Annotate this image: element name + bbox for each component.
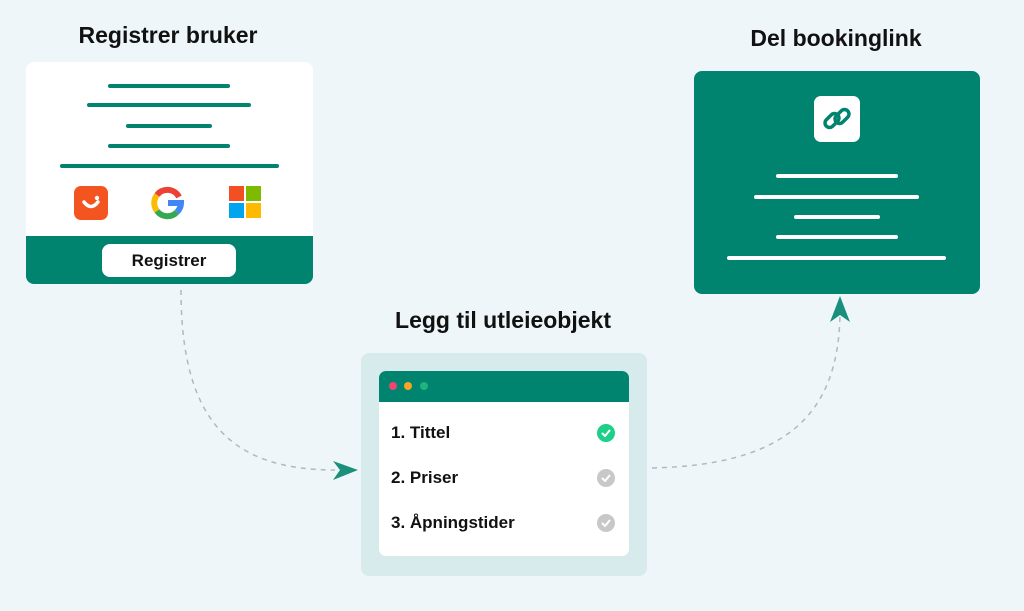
app-logo-icon[interactable]: [74, 186, 108, 220]
add-object-card: 1. Tittel 2. Priser 3. Åpningstider: [361, 353, 647, 576]
google-icon[interactable]: [151, 186, 185, 220]
item-label: 1. Tittel: [391, 423, 451, 442]
text-placeholder: [727, 256, 946, 260]
text-placeholder: [126, 124, 212, 128]
link-icon[interactable]: [814, 96, 860, 142]
share-title: Del bookinglink: [750, 25, 922, 51]
register-footer: Registrer: [26, 236, 313, 284]
add-object-title: Legg til utleieobjekt: [395, 307, 611, 333]
maximize-dot-icon: [420, 382, 428, 390]
check-pending-icon: [597, 514, 615, 532]
minimize-dot-icon: [404, 382, 412, 390]
arrow-head-1: [333, 461, 358, 480]
text-placeholder: [776, 174, 898, 178]
text-placeholder: [60, 164, 279, 168]
close-dot-icon: [389, 382, 397, 390]
text-placeholder: [776, 235, 898, 239]
arrow-head-2: [830, 296, 850, 322]
share-card: [694, 71, 980, 294]
microsoft-icon[interactable]: [229, 186, 261, 218]
text-placeholder: [794, 215, 880, 219]
dashed-connector-2: [651, 309, 841, 469]
checklist-item[interactable]: 3. Åpningstider: [391, 513, 615, 533]
text-placeholder: [108, 144, 230, 148]
text-placeholder: [108, 84, 230, 88]
checklist-item[interactable]: 1. Tittel: [391, 423, 615, 443]
checklist-item[interactable]: 2. Priser: [391, 468, 615, 488]
check-done-icon: [597, 424, 615, 442]
check-pending-icon: [597, 469, 615, 487]
register-button[interactable]: Registrer: [102, 244, 236, 277]
browser-window: 1. Tittel 2. Priser 3. Åpningstider: [379, 371, 629, 556]
dashed-connector-1: [180, 289, 336, 471]
window-titlebar: [379, 371, 629, 402]
register-card: Registrer: [26, 62, 313, 284]
register-title: Registrer bruker: [78, 22, 258, 48]
item-label: 2. Priser: [391, 468, 459, 487]
item-label: 3. Åpningstider: [391, 513, 515, 532]
text-placeholder: [754, 195, 919, 199]
text-placeholder: [87, 103, 251, 107]
